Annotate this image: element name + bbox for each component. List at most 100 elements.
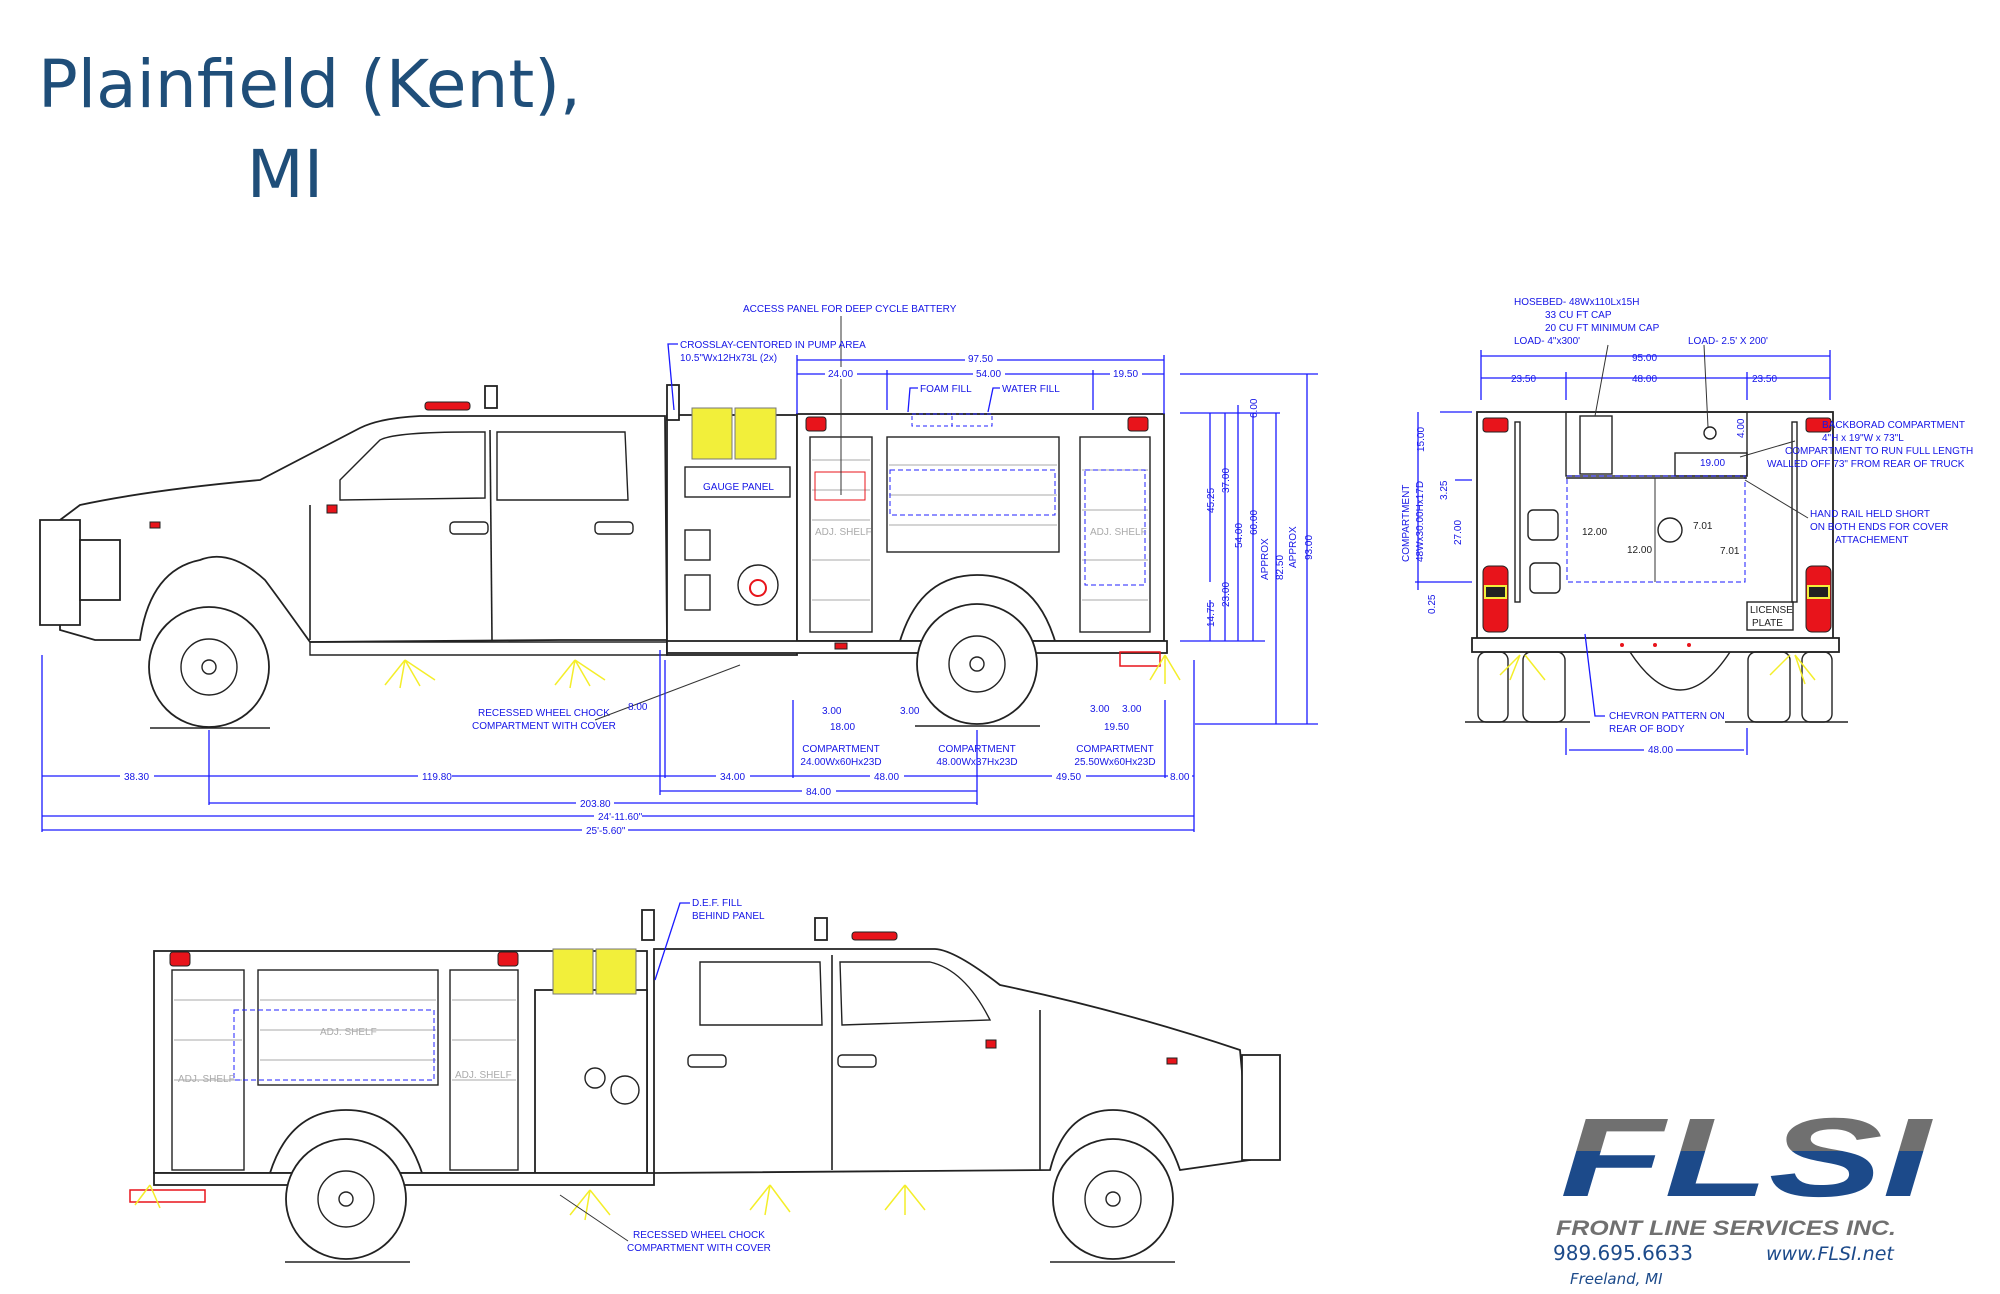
officer-chock-line1: RECESSED WHEEL CHOCK — [633, 1230, 765, 1241]
rear-dim-48-bottom: 48.00 — [1648, 745, 1673, 756]
front-window — [339, 431, 486, 501]
dim-54: 54.00 — [1234, 523, 1245, 548]
vertical-dimensions: 6.00 45.25 37.00 54.00 60.00 APPROX 82.5… — [1180, 373, 1318, 725]
adj-shelf-label: ADJ. SHELF — [178, 1074, 235, 1085]
rear-dim-mid: 48.00 — [1632, 374, 1657, 385]
dim-60: 60.00 — [1249, 510, 1260, 535]
def-fill — [641, 909, 655, 941]
dim-6: 6.00 — [1249, 398, 1260, 418]
small-dimensions: 8.00 3.00 3.00 3.00 3.00 18.00 19.50 — [628, 702, 1142, 733]
flsi-logo: FLSI FRONT LINE SERVICES INC. 989.695.66… — [1553, 1095, 1934, 1288]
rear-dim-95: 95.00 — [1632, 353, 1657, 364]
rear-dim-7b: 7.01 — [1720, 546, 1740, 557]
approx-label: APPROX — [1288, 526, 1299, 568]
logo-phone: 989.695.6633 — [1553, 1241, 1693, 1265]
dim-overall-length-1: 24'-11.60" — [598, 812, 643, 823]
dim-3d: 3.00 — [1122, 704, 1142, 715]
page-title-line1: Plainfield (Kent), — [38, 46, 581, 123]
dim-body-length: 97.50 — [968, 354, 993, 365]
callout-foam-fill: FOAM FILL — [920, 384, 972, 395]
dim-34: 34.00 — [720, 772, 745, 783]
compartment-door-3 — [1079, 436, 1151, 633]
chevron-line1: CHEVRON PATTERN ON — [1609, 711, 1725, 722]
dim-45: 45.25 — [1206, 488, 1217, 513]
compartment-3-label: COMPARTMENT — [1076, 744, 1153, 755]
rear-wheel — [916, 603, 1038, 725]
callout-gauge-panel: GAUGE PANEL — [703, 482, 774, 493]
compartment-1-size: 24.00Wx60Hx23D — [800, 757, 881, 768]
dim-3c: 3.00 — [1090, 704, 1110, 715]
backboard-line1: BACKBORAD COMPARTMENT — [1822, 420, 1965, 431]
logo-location: Freeland, MI — [1570, 1270, 1663, 1288]
rollup-slats — [812, 459, 1148, 601]
dim-37: 37.00 — [1221, 468, 1232, 493]
page-title-line2: MI — [246, 136, 324, 213]
front-wheel — [148, 606, 270, 728]
dim-8: 8.00 — [1170, 772, 1190, 783]
dim-front-overhang: 38.30 — [124, 772, 149, 783]
hosebed-line1: HOSEBED- 48Wx110Lx15H — [1514, 297, 1639, 308]
def-fill-line2: BEHIND PANEL — [692, 911, 765, 922]
rear-compartment-size: 48Wx30.00Hx17D — [1415, 481, 1426, 562]
logo-wordmark: FLSI — [1560, 1095, 1934, 1220]
dim-3b: 3.00 — [900, 706, 920, 717]
top-dimensions: 97.50 24.00 54.00 19.50 — [796, 352, 1165, 414]
compartment-door-2 — [886, 436, 1060, 553]
rear-dim-15: 15.00 — [1416, 427, 1427, 452]
dim-top-left: 24.00 — [828, 369, 853, 380]
rear-compartment-label: COMPARTMENT — [1401, 485, 1412, 562]
compartment-labels: COMPARTMENT 24.00Wx60Hx23D COMPARTMENT 4… — [800, 744, 1155, 768]
pump-panel-officer — [534, 989, 648, 1174]
side-view-officer: ADJ. SHELF ADJ. SHELF ADJ. SHELF D.E.F. … — [129, 898, 1281, 1263]
dim-49: 49.50 — [1056, 772, 1081, 783]
adj-shelf-label: ADJ. SHELF — [455, 1070, 512, 1081]
compartment-door-c — [449, 969, 519, 1171]
callout-crosslay-size: 10.5"Wx12Hx73L (2x) — [680, 353, 777, 364]
cab-outline — [59, 415, 668, 643]
dim-84: 84.00 — [806, 787, 831, 798]
adj-shelf-label: ADJ. SHELF — [815, 527, 872, 538]
officer-chock-line2: COMPARTMENT WITH COVER — [627, 1243, 771, 1254]
compartment-door-b — [257, 969, 439, 1086]
dim-19: 19.50 — [1104, 722, 1129, 733]
beacon — [484, 385, 498, 409]
rear-dim-19: 19.00 — [1700, 458, 1725, 469]
callout-water-fill: WATER FILL — [1002, 384, 1060, 395]
grille-guard — [39, 519, 81, 626]
load-2: LOAD- 2.5' X 200' — [1688, 336, 1768, 347]
rear-dim-325: 3.25 — [1439, 480, 1450, 500]
dim-14: 14.75 — [1206, 602, 1217, 627]
callout-crosslay: CROSSLAY-CENTORED IN PUMP AREA — [680, 340, 866, 351]
rear-dim-12a: 12.00 — [1582, 527, 1607, 538]
dim-23: 23.00 — [1221, 582, 1232, 607]
callout-wheel-chock: RECESSED WHEEL CHOCK — [478, 708, 610, 719]
backboard-line3: COMPARTMENT TO RUN FULL LENGTH — [1785, 446, 1973, 457]
license-plate-label-2: PLATE — [1752, 618, 1783, 629]
compartment-door-a — [171, 969, 245, 1171]
adj-shelf-label: ADJ. SHELF — [320, 1027, 377, 1038]
hosebed-line2: 33 CU FT CAP — [1545, 310, 1612, 321]
dim-top-right: 19.50 — [1113, 369, 1138, 380]
adj-shelf-label: ADJ. SHELF — [1090, 527, 1147, 538]
compartment-1-label: COMPARTMENT — [802, 744, 879, 755]
approx-label: APPROX — [1260, 538, 1271, 580]
lightbar — [424, 401, 471, 411]
handrail-line2: ON BOTH ENDS FOR COVER — [1810, 522, 1948, 533]
dim-top-mid: 54.00 — [976, 369, 1001, 380]
bottom-dimensions: 38.30 119.80 34.00 48.00 49.50 8.00 84.0… — [41, 650, 1195, 837]
logo-company-name: FRONT LINE SERVICES INC. — [1556, 1217, 1896, 1240]
handrail-line1: HAND RAIL HELD SHORT — [1810, 509, 1930, 520]
handrail-line3: ATTACHEMENT — [1835, 535, 1909, 546]
dim-119: 119.80 — [422, 772, 452, 783]
ground-lights — [384, 654, 1181, 689]
chevron-line2: REAR OF BODY — [1609, 724, 1685, 735]
cab-outline-officer — [653, 948, 1251, 1174]
dim-48: 48.00 — [874, 772, 899, 783]
hosebed-load: LOAD- 4"x300' — [1514, 336, 1580, 347]
rear-dim-left: 23.50 — [1511, 374, 1536, 385]
hosebed-line3: 20 CU FT MINIMUM CAP — [1545, 323, 1660, 334]
dim-18: 18.00 — [830, 722, 855, 733]
rear-dim-025: 0.25 — [1427, 594, 1438, 614]
dim-overall-length-2: 25'-5.60" — [586, 826, 626, 837]
callout-wheel-chock-2: COMPARTMENT WITH COVER — [472, 721, 616, 732]
